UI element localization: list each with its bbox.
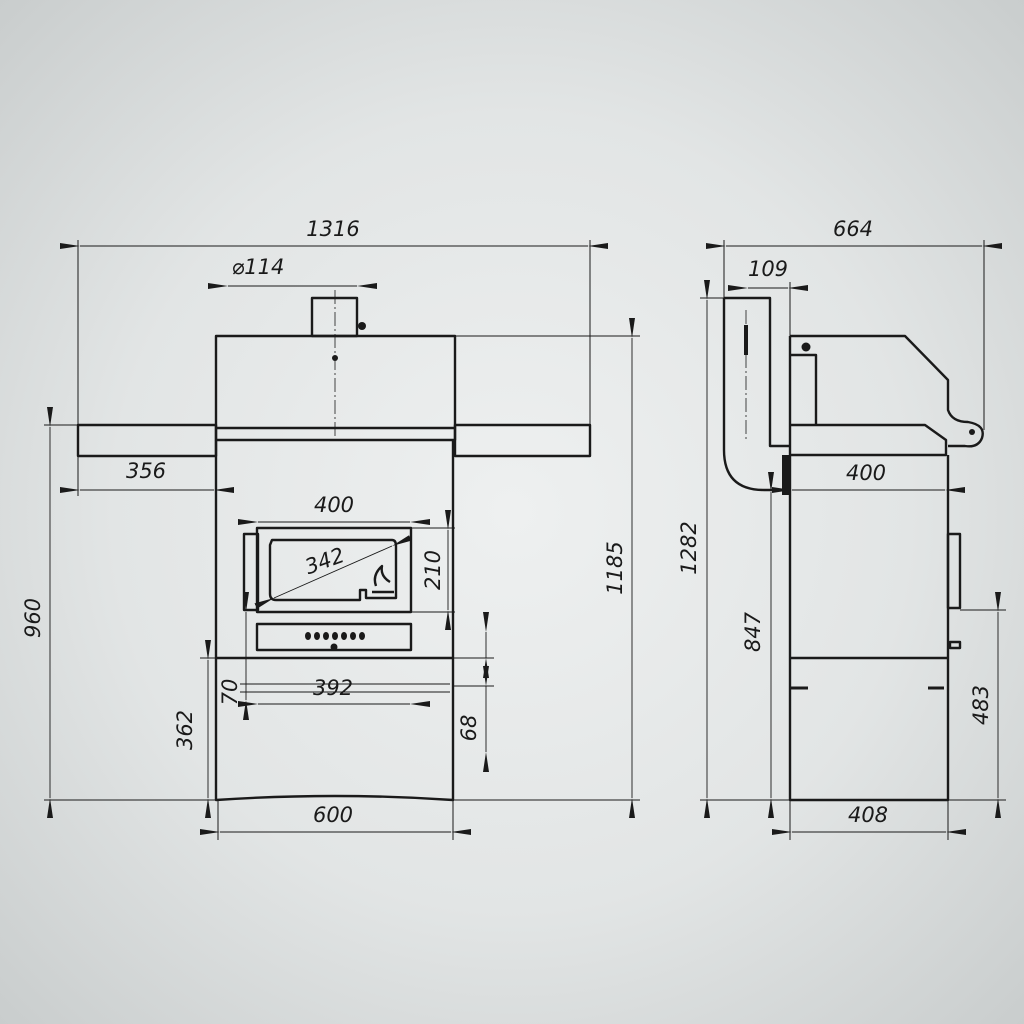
dim-body-depth: 408 <box>848 803 888 827</box>
dim-door-height: 847 <box>741 611 765 652</box>
dim-pipe-offset: 109 <box>748 257 788 281</box>
dim-shelf-height: 960 <box>21 598 45 638</box>
dim-oven-door-height: 210 <box>421 550 445 590</box>
dim-shelf-width: 356 <box>126 459 166 483</box>
side-shelf <box>790 353 948 457</box>
front-view: 1316 ⌀114 356 400 342 210 392 70 362 68 … <box>21 217 640 840</box>
dim-ash-drawer-width: 392 <box>313 676 353 700</box>
dim-hood-depth: 400 <box>846 461 886 485</box>
dim-window-diagonal: 342 <box>302 543 348 579</box>
dim-ash-drawer-height: 70 <box>218 679 242 706</box>
dim-overall-depth: 664 <box>833 217 873 241</box>
dim-base-height: 362 <box>173 710 197 750</box>
dim-chimney-diameter: ⌀114 <box>232 255 285 279</box>
right-shelf <box>453 423 592 458</box>
side-body <box>788 334 984 802</box>
dim-overall-width: 1316 <box>306 217 359 241</box>
chimney <box>310 296 359 338</box>
dim-handle-height: 483 <box>969 685 993 725</box>
side-door-handle <box>946 532 962 610</box>
dim-body-height: 1185 <box>603 541 627 594</box>
flue-pipe <box>722 296 790 492</box>
vent-holes <box>305 632 365 651</box>
left-shelf <box>76 423 218 458</box>
dim-base-offset: 68 <box>457 715 481 742</box>
stove-body <box>214 440 455 802</box>
dim-oven-door-width: 400 <box>314 493 354 517</box>
top-box <box>214 334 457 442</box>
side-view: 664 109 400 1282 847 483 408 <box>677 217 1006 840</box>
dim-overall-height: 1282 <box>677 521 701 574</box>
flame-icon <box>372 564 394 594</box>
dim-body-width: 600 <box>313 803 353 827</box>
